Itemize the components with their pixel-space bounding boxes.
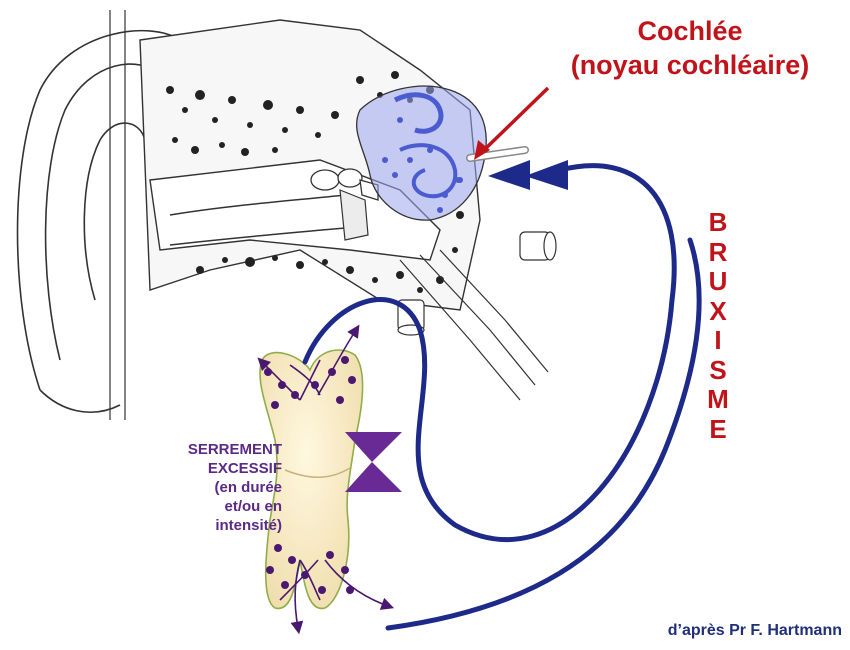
- hourglass-arrows-icon: [345, 432, 402, 492]
- cochlea: [356, 85, 487, 221]
- clenching-line-5: intensité): [215, 517, 282, 534]
- clenching-line-1: SERREMENT: [187, 441, 282, 458]
- clenching-line-2: EXCESSIF: [207, 460, 282, 477]
- eustachian-tube: [399, 249, 549, 401]
- bruxisme-letter: R: [708, 236, 728, 267]
- double-arrow-icon: [488, 160, 568, 190]
- tooth: [259, 349, 364, 610]
- bruxisme-letter: X: [709, 295, 727, 326]
- bruxisme-letter: U: [708, 266, 728, 296]
- bruxisme-letter: I: [714, 325, 722, 355]
- bone-texture: [166, 71, 464, 293]
- eardrum: [339, 189, 369, 241]
- bruxisme-letter: B: [708, 207, 728, 237]
- bruxisme-letter: S: [709, 354, 727, 385]
- nerve-endings: [264, 356, 356, 594]
- bruxisme-label: B R U X I S M E: [696, 207, 740, 444]
- title-line-2: (noyau cochléaire): [570, 50, 810, 80]
- clenching-line-4: et/ou en: [224, 498, 282, 515]
- lower-pathway: [385, 237, 702, 631]
- ear-canal: [169, 194, 346, 246]
- nerve-pathway: [302, 163, 677, 542]
- title-line-1: Cochlée: [637, 16, 743, 46]
- bruxisme-letter: E: [709, 413, 727, 444]
- credit-text: d’après Pr F. Hartmann: [667, 622, 842, 639]
- bruxisme-letter: M: [707, 384, 729, 414]
- cochlea-title: Cochlée (noyau cochléaire): [540, 14, 840, 82]
- red-arrow-icon: [474, 86, 550, 160]
- clenching-label: SERREMENT EXCESSIF (en durée et/ou en in…: [140, 440, 282, 535]
- clenching-line-3: (en durée: [214, 479, 282, 496]
